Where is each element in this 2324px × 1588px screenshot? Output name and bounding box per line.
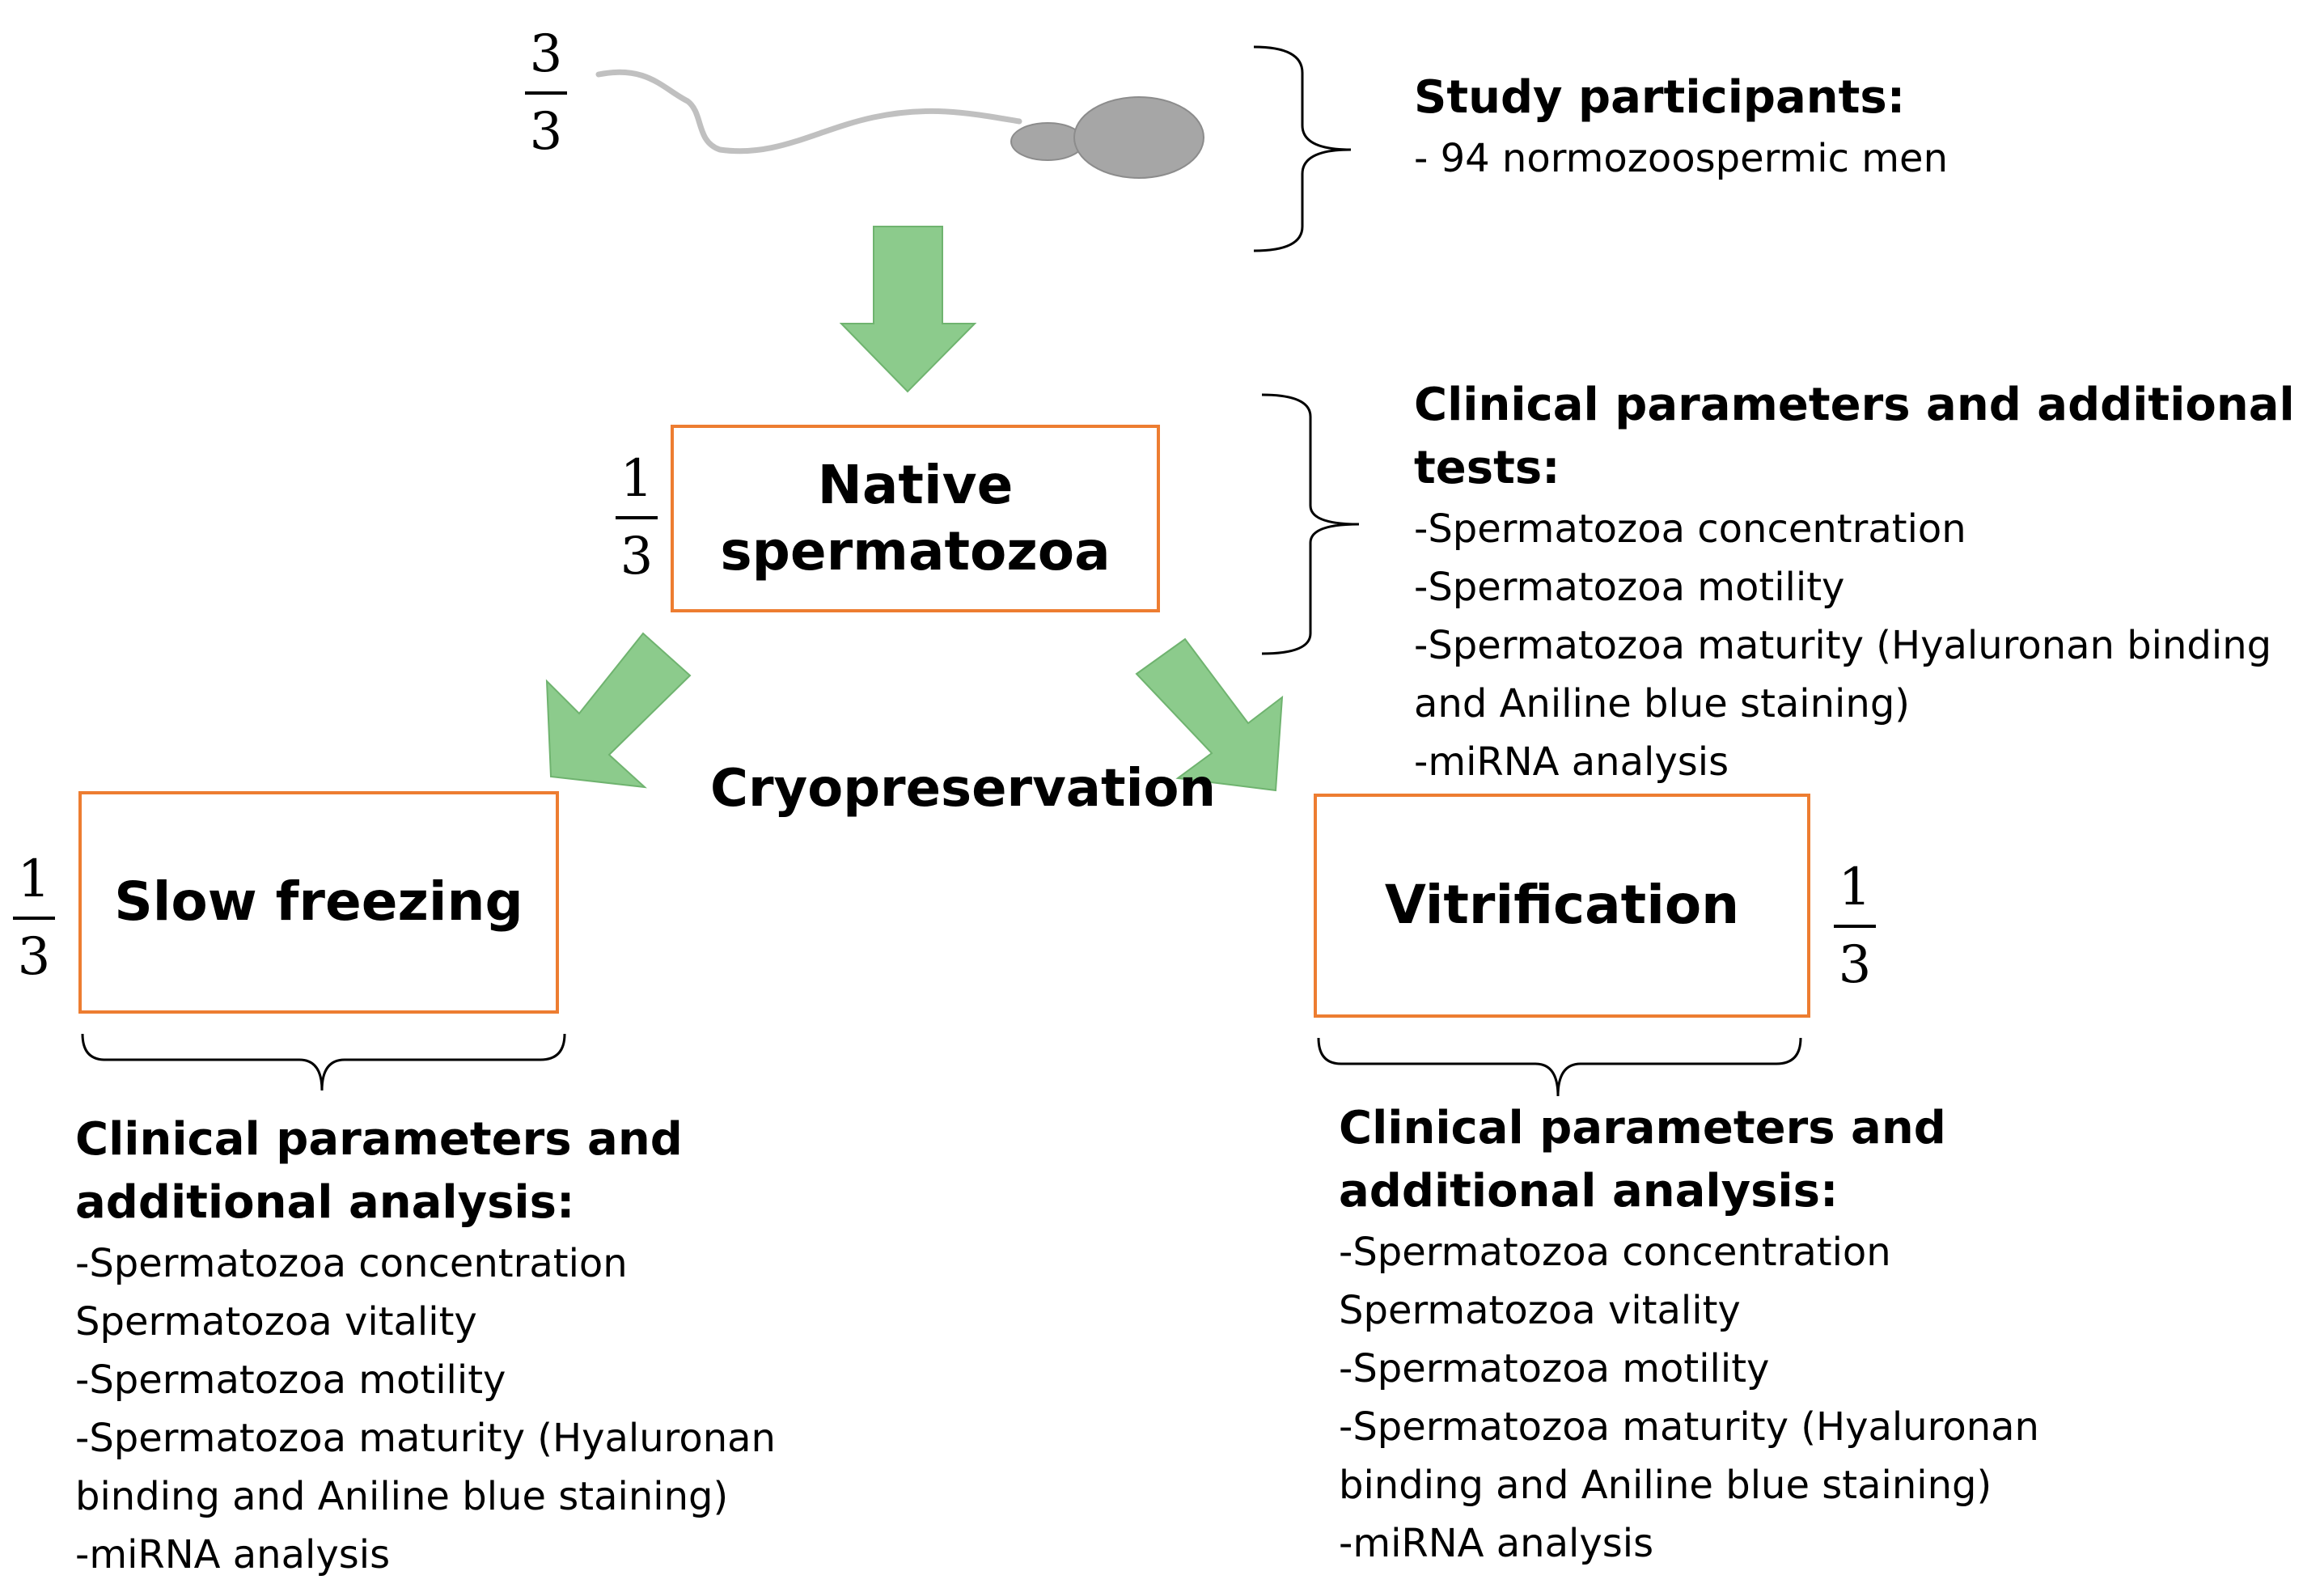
fraction-numerator: 1 <box>620 449 654 509</box>
info-line: Spermatozoa vitality <box>75 1299 477 1345</box>
info-line: -Spermatozoa motility <box>1339 1346 1770 1391</box>
fraction-bar <box>525 91 567 95</box>
info-line: -Spermatozoa motility <box>75 1357 506 1403</box>
arrow-down-right-icon <box>1135 637 1284 792</box>
sperm-cell-icon <box>595 69 1204 179</box>
brace-vitrification <box>1317 1037 1802 1097</box>
study-participants-heading: Study participants: <box>1414 71 1906 124</box>
fraction-numerator: 3 <box>529 24 563 84</box>
info-line: -Spermatozoa motility <box>1414 565 1845 610</box>
vitrification-analysis-info: Clinical parameters and additional analy… <box>1339 1097 2039 1573</box>
info-line: -miRNA analysis <box>1414 739 1729 785</box>
info-line: and Aniline blue staining) <box>1414 681 1911 726</box>
info-line: -Spermatozoa concentration <box>1414 506 1966 552</box>
info-line: -Spermatozoa maturity (Hyaluronan <box>1339 1404 2039 1450</box>
native-box-line-2: spermatozoa <box>720 520 1111 582</box>
fraction-denominator: 3 <box>17 927 51 987</box>
native-spermatozoa-box: Native spermatozoa <box>671 425 1160 612</box>
fraction-slow: 1 3 <box>10 853 58 983</box>
vitrification-label: Vitrification <box>1384 874 1740 937</box>
slow-freezing-analysis-info: Clinical parameters and additional analy… <box>75 1108 776 1584</box>
fraction-denominator: 3 <box>529 102 563 162</box>
fraction-numerator: 1 <box>1838 858 1872 917</box>
fraction-native: 1 3 <box>612 453 661 582</box>
info-line: -miRNA analysis <box>1339 1521 1654 1566</box>
arrow-down-icon <box>839 226 977 393</box>
vitrification-analysis-heading-2: additional analysis: <box>1339 1165 1839 1217</box>
native-tests-heading: Clinical parameters and additional tests… <box>1414 379 2295 494</box>
study-participants-info: Study participants: - 94 normozoospermic… <box>1414 66 1948 188</box>
slow-freezing-label: Slow freezing <box>114 870 523 934</box>
cryopreservation-label: Cryopreservation <box>710 759 1217 819</box>
info-line: - 94 normozoospermic men <box>1414 136 1948 181</box>
slow-freezing-box: Slow freezing <box>78 791 559 1014</box>
vitrification-box: Vitrification <box>1314 794 1810 1018</box>
slow-analysis-heading-2: additional analysis: <box>75 1176 575 1229</box>
native-box-line-1: Native <box>817 453 1014 516</box>
info-line: -miRNA analysis <box>75 1532 391 1577</box>
brace-slow-freezing <box>81 1033 566 1091</box>
info-line: binding and Aniline blue staining) <box>75 1474 729 1519</box>
fraction-denominator: 3 <box>1838 935 1872 995</box>
info-line: binding and Aniline blue staining) <box>1339 1463 1992 1508</box>
fraction-numerator: 1 <box>17 849 51 909</box>
info-line: -Spermatozoa maturity (Hyaluronan bindin… <box>1414 623 2272 668</box>
info-line: Spermatozoa vitality <box>1339 1288 1741 1333</box>
native-tests-info: Clinical parameters and additional tests… <box>1414 374 2324 791</box>
info-line: -Spermatozoa concentration <box>1339 1230 1891 1275</box>
fraction-bar <box>1834 925 1876 928</box>
fraction-bar <box>616 516 658 519</box>
brace-participants <box>1253 45 1352 252</box>
vitrification-analysis-heading-1: Clinical parameters and <box>1339 1102 1946 1154</box>
fraction-denominator: 3 <box>620 527 654 587</box>
brace-native-tests <box>1261 393 1360 655</box>
fraction-bar <box>13 917 55 920</box>
info-line: -Spermatozoa concentration <box>75 1241 628 1286</box>
fraction-top: 3 3 <box>522 28 570 158</box>
arrow-down-left-icon <box>545 632 692 789</box>
info-line: -Spermatozoa maturity (Hyaluronan <box>75 1416 776 1461</box>
fraction-vitrification: 1 3 <box>1831 862 1879 991</box>
slow-analysis-heading-1: Clinical parameters and <box>75 1113 683 1166</box>
